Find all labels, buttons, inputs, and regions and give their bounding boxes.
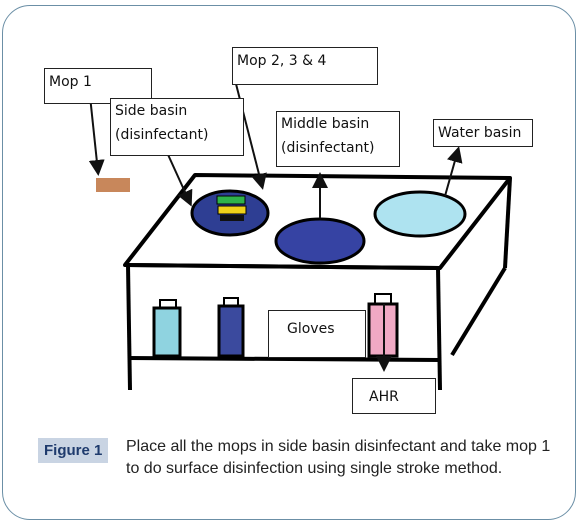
figure-tag: Figure 1 [38, 438, 109, 463]
label-gloves: Gloves [268, 310, 366, 358]
label-middle-basin-line2: (disinfectant) [281, 140, 375, 156]
label-side-basin-line1: Side basin [115, 103, 188, 119]
label-water-basin-text: Water basin [438, 125, 522, 141]
label-side-basin-line2: (disinfectant) [115, 127, 209, 143]
table-back-right-leg [450, 266, 507, 357]
table-right-edge [503, 177, 512, 269]
arrow-mop1 [88, 95, 105, 176]
label-water-basin: Water basin [433, 119, 533, 147]
arrow-side-basin [164, 147, 193, 207]
arrow-water-basin [444, 146, 463, 197]
table-left-leg [126, 264, 132, 391]
figure-frame [2, 5, 576, 520]
label-mops234: Mop 2, 3 & 4 [232, 47, 378, 85]
figure-caption-text: Place all the mops in side basin disinfe… [126, 438, 551, 477]
mop1-pad [96, 178, 130, 192]
water-basin [373, 190, 467, 238]
table-shelf [127, 356, 441, 362]
label-middle-basin-line1: Middle basin [281, 116, 370, 132]
label-middle-basin: Middle basin (disinfectant) [276, 111, 400, 167]
sponge-yellow [217, 205, 247, 215]
bottle-navy [217, 297, 245, 358]
label-mop1-text: Mop 1 [49, 74, 92, 90]
label-side-basin: Side basin (disinfectant) [110, 98, 244, 156]
label-ahr-text: AHR [369, 389, 399, 405]
label-gloves-text: Gloves [287, 321, 335, 337]
bottle-cyan [152, 299, 182, 358]
label-mops234-text: Mop 2, 3 & 4 [237, 53, 327, 69]
sponge-green [216, 195, 246, 205]
table-front-edge [124, 263, 441, 270]
label-ahr: AHR [352, 378, 436, 414]
sponge-base [220, 215, 244, 221]
arrow-mops234 [234, 79, 267, 190]
table-right-front-leg [436, 267, 442, 391]
middle-basin [274, 217, 366, 265]
